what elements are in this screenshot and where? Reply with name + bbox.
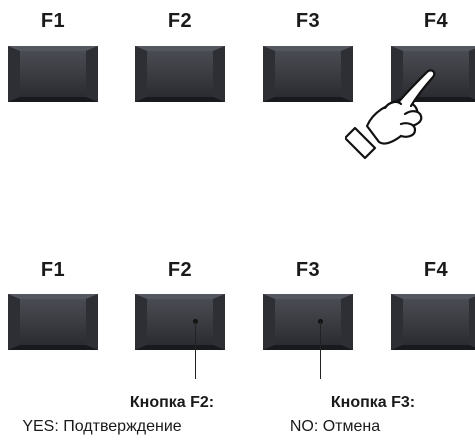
f3-callout-line — [320, 321, 322, 379]
top-f1-button[interactable] — [8, 46, 98, 102]
bottom-f2-button[interactable] — [135, 294, 225, 350]
bottom-f4-label: F4 — [423, 259, 449, 281]
top-f4-button[interactable] — [391, 46, 475, 102]
f3-caption-title: Кнопка F3: — [330, 394, 416, 411]
bottom-f1-label: F1 — [40, 259, 66, 281]
bottom-f2-label: F2 — [167, 259, 193, 281]
top-f3-button[interactable] — [263, 46, 353, 102]
bottom-f4-button[interactable] — [391, 294, 475, 350]
top-f4-label: F4 — [423, 10, 449, 32]
top-f1-label: F1 — [40, 10, 66, 32]
top-f2-button[interactable] — [135, 46, 225, 102]
pointing-hand-icon — [343, 68, 455, 160]
bottom-f3-button[interactable] — [263, 294, 353, 350]
f2-caption-title: Кнопка F2: — [129, 394, 215, 411]
top-f3-label: F3 — [295, 10, 321, 32]
bottom-f1-button[interactable] — [8, 294, 98, 350]
f2-caption-text: YES: Подтверждение — [22, 418, 182, 435]
bottom-f3-label: F3 — [295, 259, 321, 281]
top-f2-label: F2 — [167, 10, 193, 32]
f3-caption-text: NO: Отмена — [289, 418, 381, 435]
f2-callout-line — [195, 321, 197, 379]
